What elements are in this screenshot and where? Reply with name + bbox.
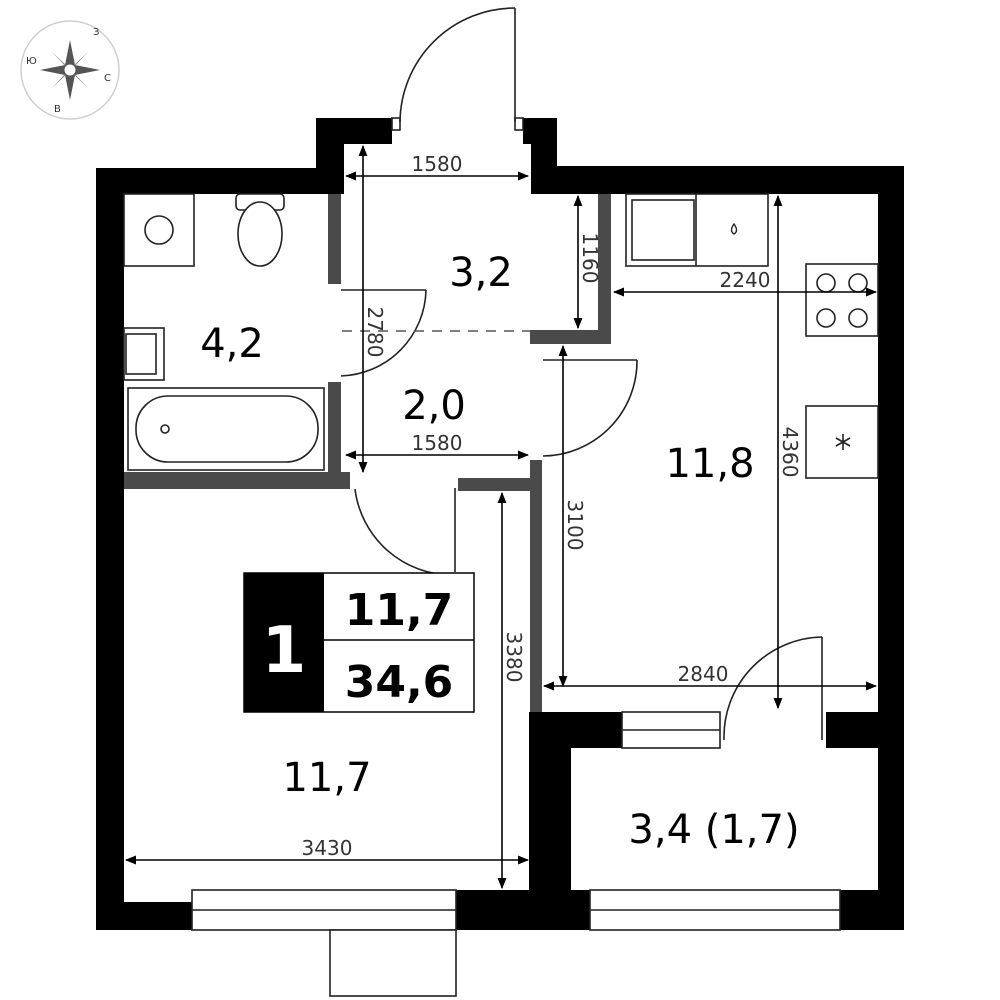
dim-kitchen-lower-width: 2840: [678, 662, 729, 686]
sink-icon: [123, 327, 165, 381]
badge-rooms-count: 1: [262, 614, 307, 688]
fridge-icon: [805, 405, 879, 479]
dim-kitchen-lower-length: 3100: [563, 500, 587, 551]
dim-hall-depth: 1160: [578, 233, 602, 284]
apartment-badge: 1 11,7 34,6: [243, 572, 475, 713]
compass-south-label: В: [54, 104, 61, 115]
room-area-living: 11,7: [282, 755, 371, 801]
dim-kitchen-width: 2240: [720, 268, 771, 292]
dim-corridor-width: 1580: [412, 431, 463, 455]
room-area-hall: 3,2: [449, 250, 513, 296]
dim-living-length: 3380: [502, 632, 526, 683]
stove-icon: [805, 263, 879, 337]
fixtures: [123, 193, 879, 479]
dim-hall-width: 1580: [412, 152, 463, 176]
room-area-corridor: 2,0: [402, 383, 466, 429]
washing-machine-icon: [123, 193, 195, 267]
kitchen-sink-icon: [625, 193, 769, 267]
bathtub-icon: [127, 387, 325, 471]
badge-living-area: 11,7: [345, 585, 454, 636]
dimension-lines: [124, 144, 878, 890]
dim-corridor-length: 2780: [363, 307, 387, 358]
room-area-bathroom: 4,2: [200, 321, 264, 367]
dim-kitchen-length: 4360: [778, 427, 802, 478]
compass-east-label: С: [104, 73, 111, 84]
toilet-icon: [235, 193, 285, 267]
washing-machine-drum-icon: [144, 215, 174, 245]
compass-west-label: Ю: [26, 56, 37, 67]
compass-north-label: З: [93, 27, 99, 38]
room-area-balcony: 3,4 (1,7): [628, 807, 799, 853]
windows: [191, 711, 841, 997]
compass-rose-icon: З С В Ю: [20, 20, 120, 120]
interior-partitions: [124, 194, 611, 712]
dim-living-width: 3430: [302, 836, 353, 860]
exterior-walls: [96, 118, 904, 930]
badge-total-area: 34,6: [345, 657, 454, 708]
room-area-kitchen: 11,8: [665, 441, 754, 487]
